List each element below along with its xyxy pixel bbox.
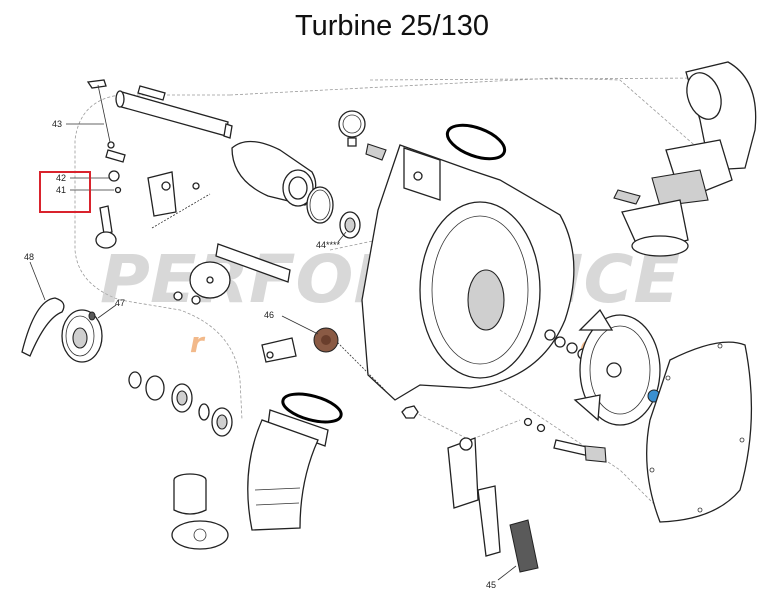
hex-nut xyxy=(401,405,419,419)
highlight-box xyxy=(39,171,91,213)
callout-labels: 43 42 41 48 47 46 44**** 45 xyxy=(24,119,496,590)
outlet-pipe xyxy=(247,392,343,531)
callout-45: 45 xyxy=(486,580,496,590)
callout-41: 41 xyxy=(56,185,66,195)
impeller xyxy=(573,308,661,426)
mechanical-seal xyxy=(339,211,361,239)
callout-44: 44**** xyxy=(316,240,341,250)
drive-belt-48 xyxy=(21,297,65,357)
small-bracket xyxy=(261,337,297,363)
callout-43: 43 xyxy=(52,119,62,129)
callout-46: 46 xyxy=(264,310,274,320)
diagram-title: Turbine 25/130 xyxy=(294,10,489,42)
pulley-47 xyxy=(61,309,103,363)
handle-grip-45 xyxy=(509,519,539,573)
callout-42: 42 xyxy=(56,173,66,183)
drive-shaft xyxy=(115,85,233,139)
bearing-set xyxy=(128,371,233,437)
pressure-gauge xyxy=(338,110,387,161)
o-ring-shaft xyxy=(306,186,334,224)
knob-46 xyxy=(313,327,386,391)
throttle-plate xyxy=(173,243,291,305)
o-ring-top xyxy=(445,123,507,161)
turbine-housing xyxy=(361,144,575,401)
bracket-spring xyxy=(147,171,211,229)
bearing-housing xyxy=(231,140,317,207)
cover-plate xyxy=(646,341,753,523)
hose-fitting xyxy=(171,473,229,550)
callout-48: 48 xyxy=(24,252,34,262)
inlet-elbow xyxy=(613,61,757,257)
lever-bracket xyxy=(447,437,501,557)
lever-43 xyxy=(86,79,115,149)
linkage-41-42 xyxy=(95,149,126,249)
callout-47: 47 xyxy=(115,298,125,308)
watermark-letter-r: r xyxy=(190,326,206,359)
valve-spindle xyxy=(523,417,607,463)
